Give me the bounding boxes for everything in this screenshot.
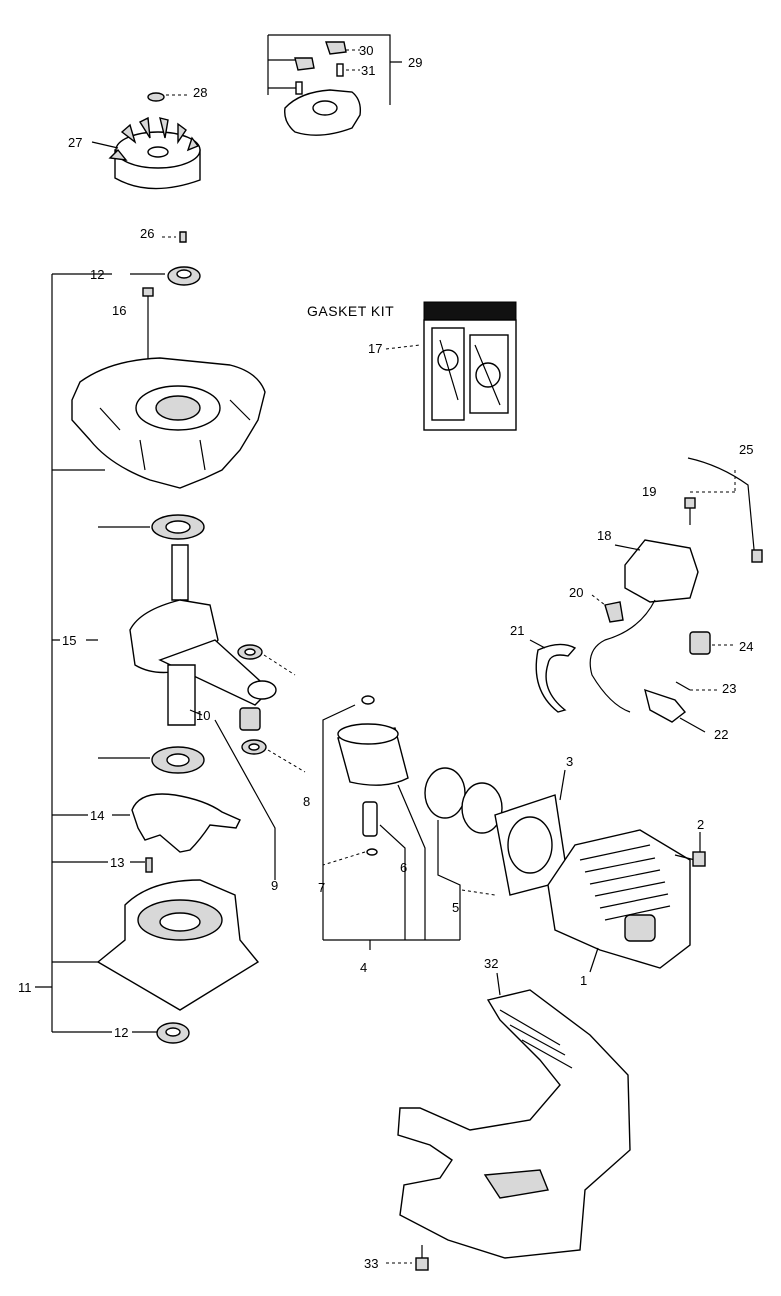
callout-12-bottom: 12 <box>114 1025 128 1040</box>
part-33-bolt <box>386 1245 429 1271</box>
part-1-cylinder <box>547 829 691 973</box>
part-26-woodruff-key <box>162 231 187 243</box>
callout-31: 31 <box>361 63 375 78</box>
bearing-upper <box>151 514 205 540</box>
crankshaft <box>129 544 277 726</box>
starter-housing-assembly <box>267 34 402 136</box>
gasket-kit-box <box>423 301 517 431</box>
part-3-cylinder-gasket <box>494 769 569 896</box>
callout-29: 29 <box>408 55 422 70</box>
callout-22: 22 <box>714 727 728 742</box>
part-13-dowel-pin <box>145 857 153 873</box>
callout-14: 14 <box>90 808 104 823</box>
callout-15: 15 <box>62 633 76 648</box>
callout-18: 18 <box>597 528 611 543</box>
callout-8: 8 <box>303 794 310 809</box>
crankcase-upper-half <box>71 357 266 489</box>
callout-9: 9 <box>271 878 278 893</box>
callout-27: 27 <box>68 135 82 150</box>
callout-2: 2 <box>697 817 704 832</box>
callout-19: 19 <box>642 484 656 499</box>
callout-20: 20 <box>569 585 583 600</box>
callout-33: 33 <box>364 1256 378 1271</box>
callout-28: 28 <box>193 85 207 100</box>
callout-11: 11 <box>18 980 32 995</box>
callout-1: 1 <box>580 973 587 988</box>
part-27-flywheel <box>91 116 201 190</box>
callout-6: 6 <box>400 860 407 875</box>
bearing-lower <box>151 746 205 774</box>
left-bracket-lines <box>35 273 165 1033</box>
crankcase-lower-half <box>96 879 260 1011</box>
callout-3: 3 <box>566 754 573 769</box>
callout-5: 5 <box>452 900 459 915</box>
ignition-components <box>529 457 763 733</box>
crank-washers-needle-bearing <box>214 644 306 880</box>
callout-25: 25 <box>739 442 753 457</box>
callout-32: 32 <box>484 956 498 971</box>
callout-7: 7 <box>318 880 325 895</box>
part-14-retainer-plate <box>131 793 241 853</box>
callout-23: 23 <box>722 681 736 696</box>
part-2-bolt <box>674 832 706 867</box>
callout-4: 4 <box>360 960 367 975</box>
callout-16: 16 <box>112 303 126 318</box>
callout-17: 17 <box>368 341 382 356</box>
part-12-seal-bottom <box>156 1022 190 1044</box>
part-28-nut <box>147 92 190 102</box>
callout-24: 24 <box>739 639 753 654</box>
callout-21: 21 <box>510 623 524 638</box>
callout-10: 10 <box>196 708 210 723</box>
part-12-seal-top <box>167 266 201 286</box>
callout-12-top: 12 <box>90 267 104 282</box>
callout-30: 30 <box>359 43 373 58</box>
leader-17 <box>385 344 421 350</box>
piston-group <box>322 695 503 950</box>
callout-26: 26 <box>140 226 154 241</box>
gasket-kit-title: GASKET KIT <box>307 303 394 319</box>
part-32-engine-shroud <box>397 972 631 1259</box>
callout-13: 13 <box>110 855 124 870</box>
